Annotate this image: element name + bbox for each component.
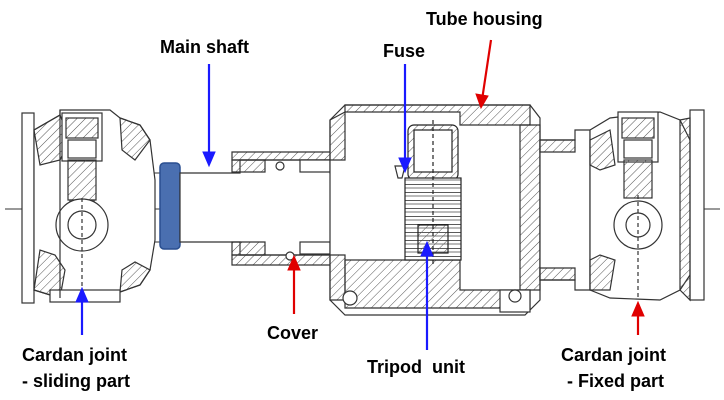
right-cardan-joint (589, 109, 705, 302)
left-cardan-joint (21, 109, 156, 304)
label-cardan-fixed-line1: Cardan joint (561, 345, 667, 365)
tube-housing-arrow (480, 39, 493, 101)
label-tripod-unit: Tripod unit (367, 357, 465, 377)
label-main-shaft: Main shaft (160, 37, 250, 57)
label-cardan-fixed-line2: - Fixed part (567, 371, 665, 391)
label-fuse: Fuse (383, 41, 426, 61)
arrows (75, 39, 645, 350)
label-cardan-sliding-line1: Cardan joint (22, 345, 128, 365)
tripod-unit (404, 120, 462, 265)
right-coupling (539, 129, 591, 291)
label-cardan-sliding-line2: - sliding part (22, 371, 130, 391)
fuse-groove (394, 165, 406, 179)
label-cover: Cover (267, 323, 319, 343)
cover (231, 151, 341, 266)
label-tube-housing: Tube housing (426, 9, 543, 29)
sliding-sleeve (159, 162, 181, 250)
